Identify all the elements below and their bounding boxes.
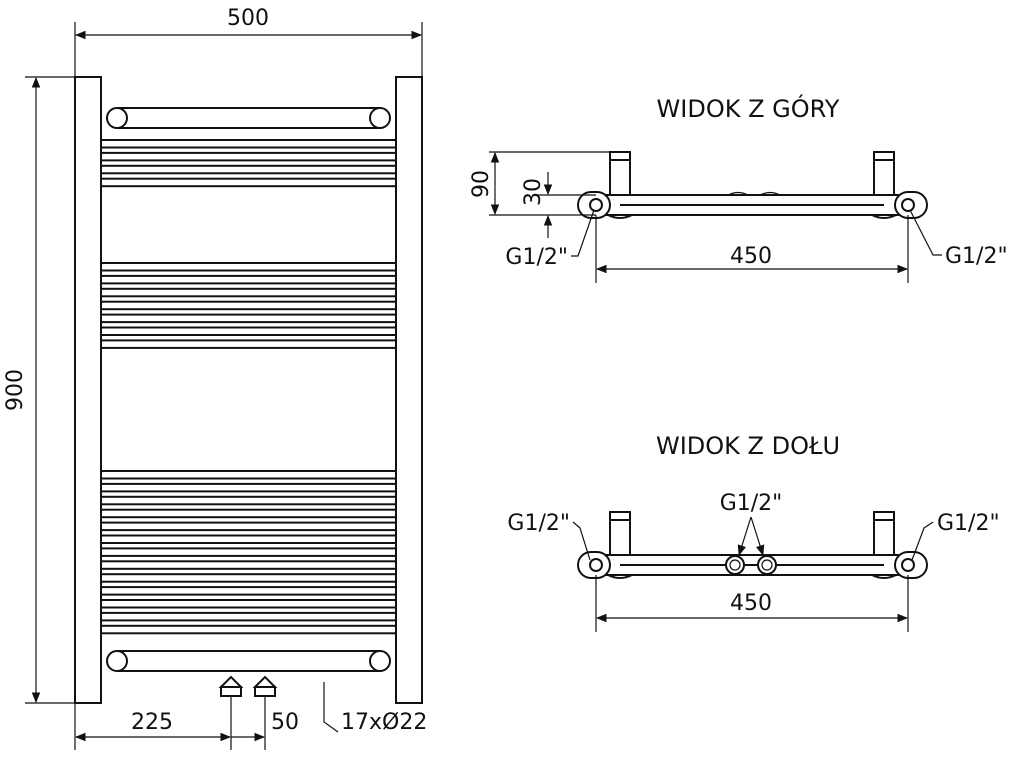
bottom-view-title: WIDOK Z DOŁU bbox=[656, 432, 840, 460]
top-view: WIDOK Z GÓRY 90 bbox=[469, 93, 1008, 283]
flat-tube-middle bbox=[100, 262, 397, 272]
top-view-right-bracket bbox=[873, 151, 895, 197]
flat-tube-top bbox=[100, 151, 397, 162]
bottom-view: WIDOK Z DOŁU bbox=[507, 432, 1000, 632]
flat-tube-bottom bbox=[100, 586, 397, 596]
flat-tube-middle bbox=[100, 313, 397, 324]
flat-tube-top bbox=[100, 139, 397, 149]
top-view-depth-label: 90 bbox=[469, 170, 494, 198]
top-view-right-connector-icon bbox=[894, 191, 928, 219]
bottom-view-left-connector-label: G1/2" bbox=[507, 511, 570, 536]
front-height-label: 900 bbox=[3, 369, 28, 411]
flat-tube-bottom bbox=[100, 470, 397, 480]
top-view-title: WIDOK Z GÓRY bbox=[657, 93, 840, 123]
flat-tube-bottom bbox=[100, 624, 397, 635]
front-tubes-label: 17xØ22 bbox=[341, 710, 427, 735]
flat-tube-middle bbox=[100, 300, 397, 311]
bottom-view-span-label: 450 bbox=[730, 591, 772, 616]
front-offset-label: 225 bbox=[131, 710, 173, 735]
bottom-round-rail bbox=[106, 650, 391, 672]
flat-tube-bottom bbox=[100, 547, 397, 557]
flat-tube-bottom bbox=[100, 534, 397, 544]
flat-tubes bbox=[100, 139, 397, 635]
top-view-left-connector-label: G1/2" bbox=[505, 245, 568, 270]
flat-tube-bottom bbox=[100, 508, 397, 519]
top-view-offset-label: 30 bbox=[521, 178, 546, 206]
flat-tube-bottom bbox=[100, 611, 397, 622]
front-width-label: 500 bbox=[227, 6, 269, 31]
flat-tube-bottom bbox=[100, 560, 397, 570]
top-view-left-bracket bbox=[609, 151, 631, 197]
bottom-view-center-connector-label: G1/2" bbox=[720, 491, 783, 516]
flat-tube-bottom bbox=[100, 599, 397, 609]
flat-tube-bottom bbox=[100, 573, 397, 583]
bottom-view-right-connector-label: G1/2" bbox=[937, 511, 1000, 536]
top-round-rail bbox=[106, 107, 391, 129]
flat-tube-middle bbox=[100, 274, 397, 285]
top-view-span-label: 450 bbox=[730, 244, 772, 269]
right-column bbox=[395, 76, 423, 704]
flat-tube-bottom bbox=[100, 495, 397, 506]
front-spacing-label: 50 bbox=[271, 710, 299, 735]
bottom-view-left-connector-icon bbox=[577, 551, 611, 579]
flat-tube-bottom bbox=[100, 482, 397, 493]
bottom-view-right-connector-icon bbox=[894, 551, 928, 579]
bottom-view-left-bracket bbox=[609, 511, 631, 557]
flat-tube-middle bbox=[100, 339, 397, 349]
flat-tube-middle bbox=[100, 287, 397, 298]
bottom-view-right-bracket bbox=[873, 511, 895, 557]
flat-tube-bottom bbox=[100, 521, 397, 532]
valve-right bbox=[252, 675, 278, 697]
flat-tube-top bbox=[100, 177, 397, 188]
front-view: 500 900 225 50 17xØ22 bbox=[3, 6, 427, 750]
top-view-left-connector-icon bbox=[577, 191, 611, 219]
left-column bbox=[74, 76, 102, 704]
flat-tube-top bbox=[100, 164, 397, 175]
top-view-right-connector-label: G1/2" bbox=[945, 244, 1008, 269]
valve-left bbox=[218, 675, 244, 697]
flat-tube-middle bbox=[100, 326, 397, 336]
bottom-view-center-connector-icon bbox=[725, 555, 777, 575]
